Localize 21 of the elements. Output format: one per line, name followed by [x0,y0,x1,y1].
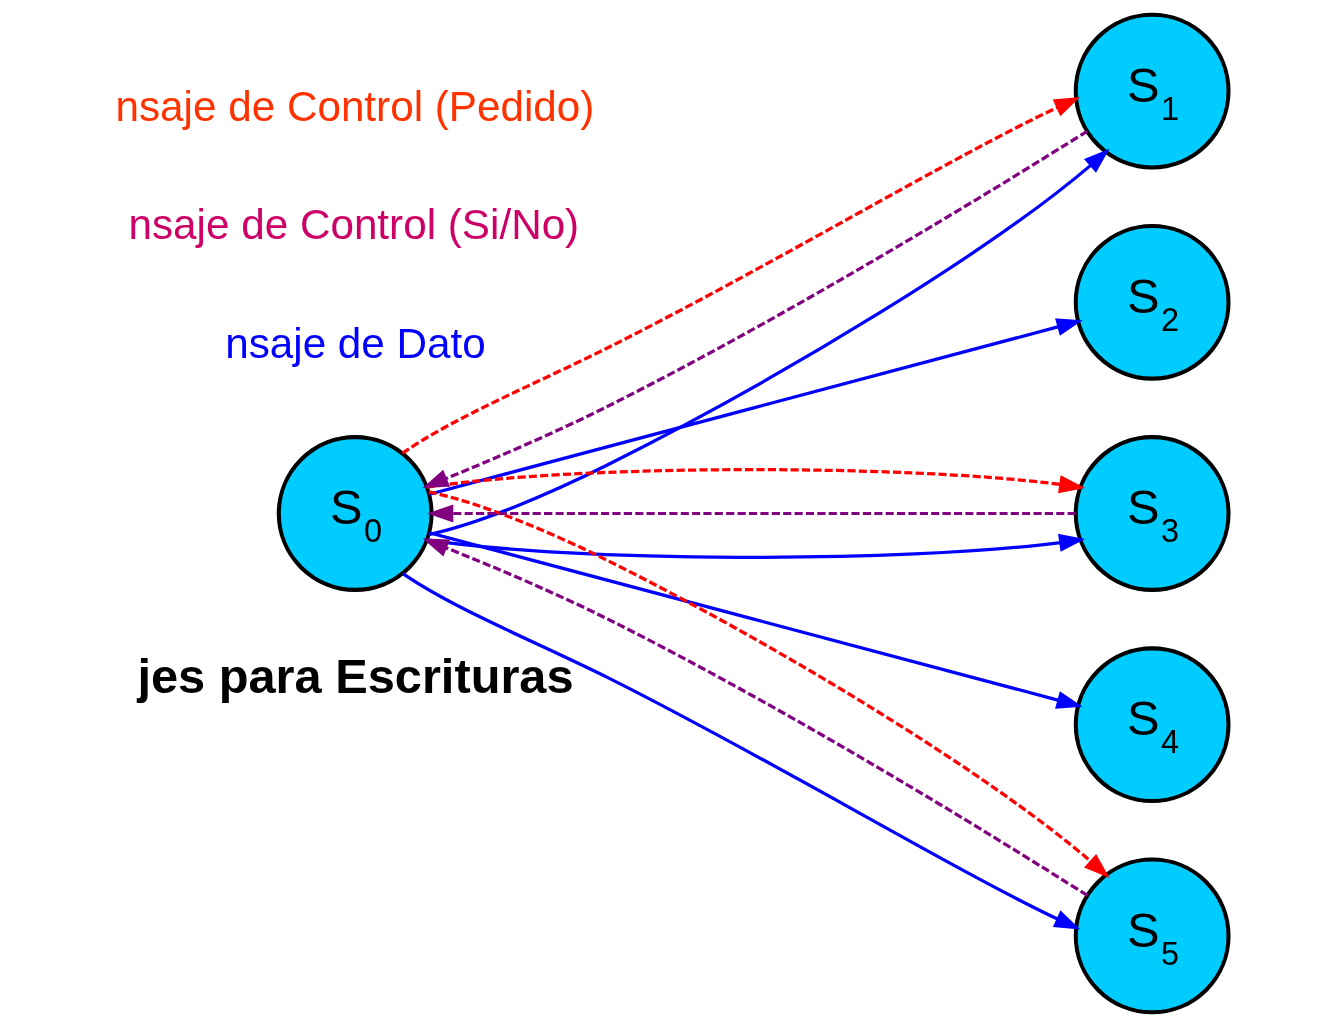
node-circle: S$_{0}$ [276,435,434,592]
legend-label: nsaje de Dato [224,320,486,367]
arrow [426,468,1085,494]
label: jes para Escrituras [136,649,574,704]
arrow [422,538,1088,897]
legend-label: nsaje de Control (Pedido) [115,82,594,130]
arrow [428,318,1083,496]
arrow [426,533,1085,559]
node-circle: S$_{5}$ [1073,857,1231,1015]
arrow [427,490,1110,879]
legend-label: nsaje de Control (Si/No) [128,201,579,249]
node-circle: S$_{1}$ [1073,12,1231,170]
node-circle: S$_{4}$ [1073,646,1231,804]
node-circle: S$_{3}$ [1073,435,1231,592]
arrow [422,129,1088,488]
arrow [401,572,1080,930]
arrow [401,97,1080,455]
arrow [428,531,1083,709]
arrow [426,504,1076,523]
node-circle: S$_{2}$ [1073,223,1231,381]
arrow [427,148,1109,537]
